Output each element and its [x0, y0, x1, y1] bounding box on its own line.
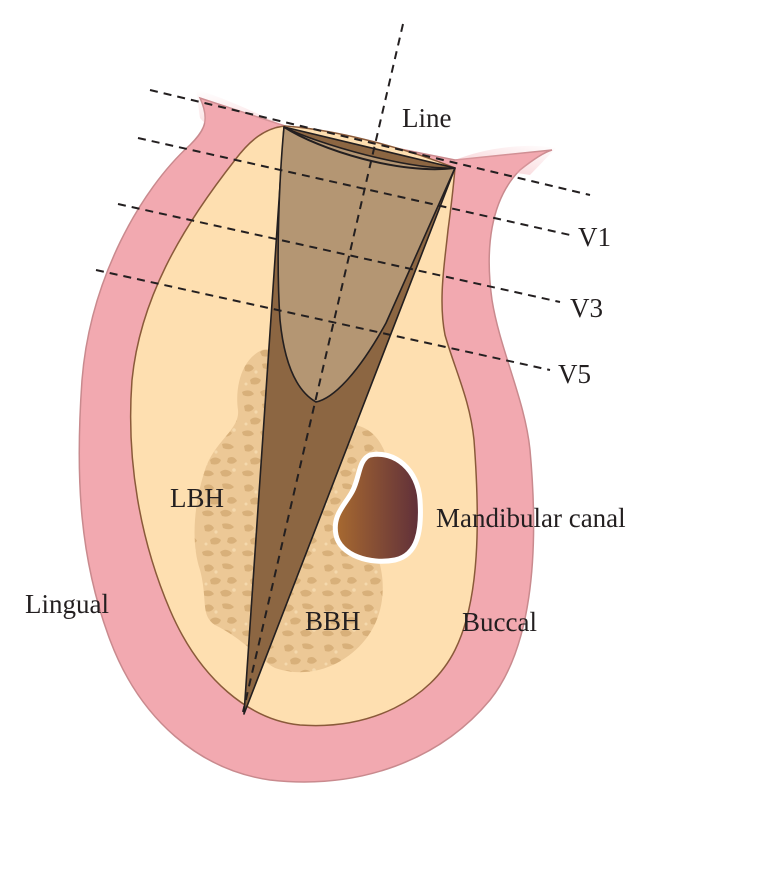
root-top-edge [283, 126, 456, 171]
mandibular-canal [332, 451, 423, 564]
label-bbh: BBH [305, 606, 361, 636]
label-lingual: Lingual [25, 589, 109, 619]
gingiva-fade-buccal [455, 145, 556, 175]
guide-line-top [149, 89, 591, 196]
axis-line [242, 23, 404, 713]
label-buccal: Buccal [462, 607, 537, 637]
label-mandibular-canal: Mandibular canal [436, 503, 626, 533]
label-lbh: LBH [170, 483, 224, 513]
label-v3: V3 [570, 293, 603, 323]
guide-line-v1 [137, 137, 571, 236]
guide-line-v5 [95, 269, 551, 371]
label-line: Line [402, 103, 451, 133]
label-v5: V5 [558, 359, 591, 389]
label-v1: V1 [578, 222, 611, 252]
guide-line-v3 [117, 203, 561, 303]
root-upper-portion [277, 126, 456, 403]
